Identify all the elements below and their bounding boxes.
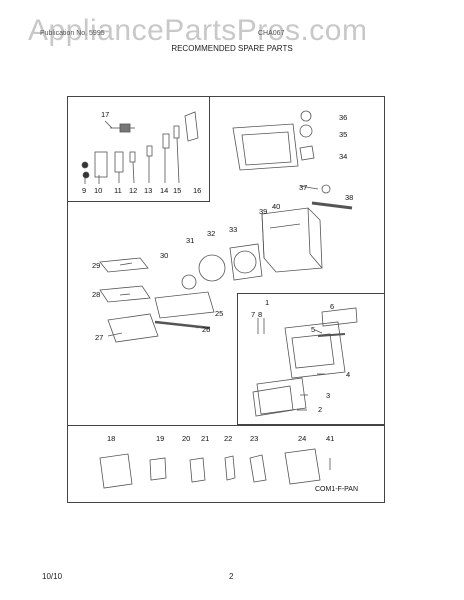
louver-part [321, 307, 358, 327]
callout-40: 40 [272, 202, 281, 211]
front-panel-part [284, 321, 346, 379]
callout-10: 10 [94, 186, 103, 195]
callout-13: 13 [144, 186, 153, 195]
front-grille-part [232, 123, 299, 171]
callout-36: 36 [339, 113, 348, 122]
callout-35: 35 [339, 130, 348, 139]
switch-part [114, 151, 124, 173]
filter-frame-part [252, 385, 294, 417]
callout-5: 5 [311, 325, 316, 334]
screw-part [300, 110, 312, 122]
callout-18: 18 [107, 434, 116, 443]
callout-12: 12 [129, 186, 138, 195]
callout-17: 17 [101, 110, 110, 119]
callout-41: 41 [326, 434, 335, 443]
bracket-part [173, 125, 180, 139]
callout-34: 34 [339, 152, 348, 161]
callout-33: 33 [229, 225, 238, 234]
knob-part [81, 161, 89, 169]
callout-7: 7 [251, 310, 256, 319]
heater-part [224, 455, 236, 481]
overload-part [189, 457, 206, 483]
callout-22: 22 [224, 434, 233, 443]
callout-4: 4 [346, 370, 351, 379]
callout-20: 20 [182, 434, 191, 443]
shroud-part [99, 285, 151, 303]
control-cover-part [184, 111, 199, 142]
tubing-part [149, 457, 167, 481]
callout-15: 15 [173, 186, 182, 195]
model-number: CHA067 [258, 30, 285, 37]
callout-21: 21 [201, 434, 210, 443]
callout-3: 3 [326, 391, 331, 400]
condenser-shroud-part [107, 313, 159, 343]
fan-blade-part [198, 254, 226, 282]
control-panel-part [94, 151, 108, 178]
callout-32: 32 [207, 229, 216, 238]
page-subtitle: RECOMMENDED SPARE PARTS [171, 44, 293, 53]
callout-14: 14 [160, 186, 169, 195]
cabinet-part [261, 207, 323, 273]
callout-19: 19 [156, 434, 165, 443]
relay-part [162, 133, 170, 149]
callout-39: 39 [259, 207, 268, 216]
callout-2: 2 [318, 405, 323, 414]
callout-11: 11 [114, 186, 122, 195]
footer-page-number: 2 [229, 572, 234, 581]
power-cord-part [110, 123, 135, 133]
base-pan-part [154, 291, 215, 319]
callout-30: 30 [160, 251, 169, 260]
insulation-part [99, 257, 149, 273]
evaporator-coil-part [99, 453, 133, 489]
condenser-coil-part [284, 448, 321, 485]
foam-seal-part [321, 184, 331, 194]
blower-assembly-part [229, 243, 263, 281]
knob-shaft-part [317, 333, 346, 337]
callout-27: 27 [95, 333, 104, 342]
callout-38: 38 [345, 193, 354, 202]
callout-25: 25 [215, 309, 224, 318]
callout-6: 6 [330, 302, 335, 311]
publication-number: Publication No. 5995 [40, 30, 105, 37]
drain-plug-part [299, 124, 313, 138]
callout-26-base: 26 [202, 325, 211, 334]
air-filter-part [256, 377, 307, 415]
callout-28: 28 [92, 290, 101, 299]
watermark-text: AppliancePartsPros.com [28, 14, 368, 47]
callout-24: 24 [298, 434, 307, 443]
knob-part-2 [82, 171, 90, 179]
callout-1: 1 [265, 298, 270, 307]
callout-37: 37 [299, 183, 308, 192]
callout-29: 29 [92, 261, 101, 270]
footer-date: 10/10 [42, 572, 63, 581]
motor-part [181, 274, 197, 290]
callout-8: 8 [258, 310, 263, 319]
callout-31: 31 [186, 236, 195, 245]
callout-9: 9 [82, 186, 87, 195]
cover-part [249, 454, 267, 483]
gasket-part [299, 145, 315, 161]
seal-strip-part [154, 320, 211, 330]
callout-16: 16 [193, 186, 202, 195]
coils-section-box [67, 425, 385, 503]
callout-23: 23 [250, 434, 259, 443]
side-curtain-part [311, 201, 353, 210]
controls-inset-box [67, 96, 210, 202]
front-panel-inset-box [237, 293, 385, 425]
diagram-code: COM1-F-PAN [315, 486, 359, 493]
capacitor-part [129, 151, 136, 163]
thermostat-part [146, 145, 153, 157]
